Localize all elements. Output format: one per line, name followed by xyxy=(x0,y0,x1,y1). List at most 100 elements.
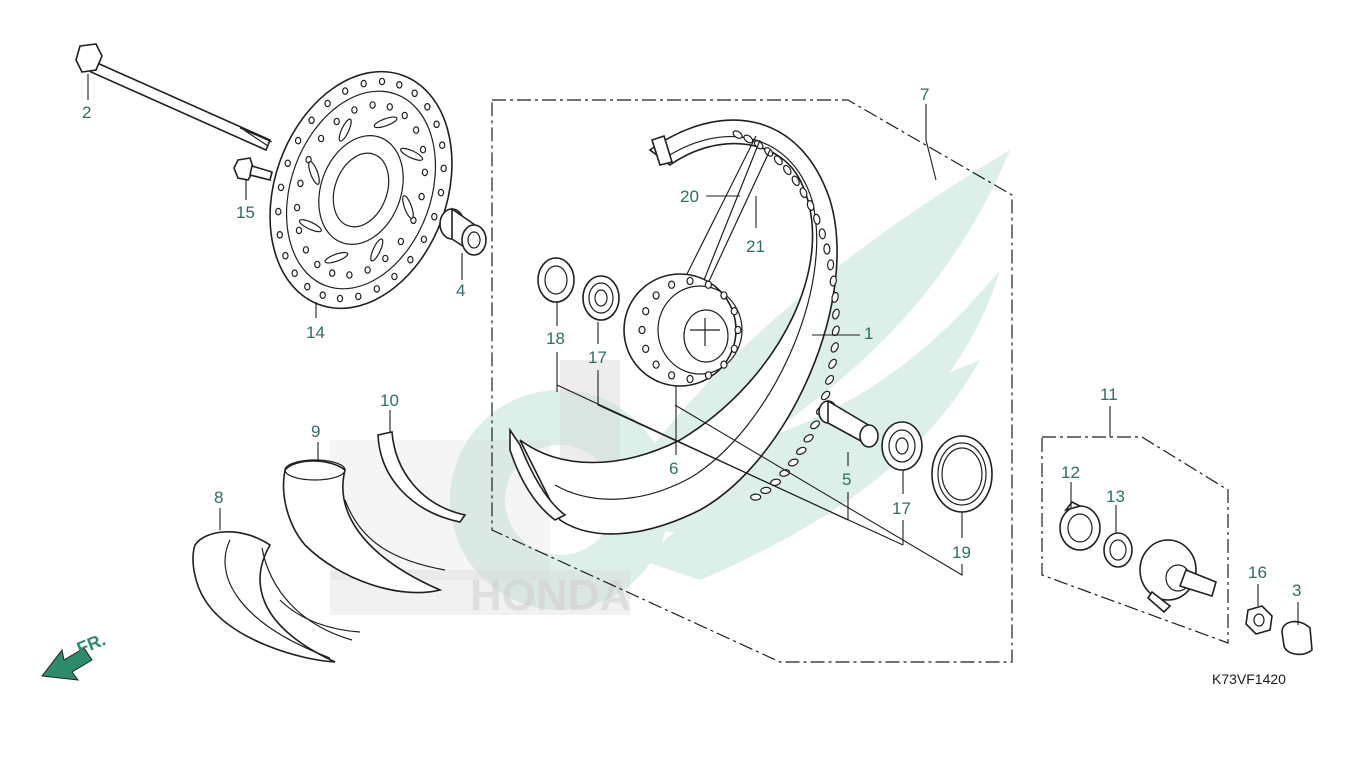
hole xyxy=(329,269,336,277)
callout-14: 14 xyxy=(306,323,325,342)
axle-cap-part xyxy=(1281,620,1313,656)
hole xyxy=(297,179,304,188)
hole xyxy=(686,374,694,384)
callout-20: 20 xyxy=(680,187,699,206)
hole xyxy=(686,276,694,286)
hole xyxy=(373,116,398,129)
hole xyxy=(820,390,831,401)
hole xyxy=(667,280,676,289)
hole xyxy=(830,342,839,353)
hole xyxy=(364,266,371,274)
hole xyxy=(730,307,738,316)
hole xyxy=(750,493,762,501)
hole xyxy=(295,226,303,235)
hole xyxy=(803,434,814,443)
hole xyxy=(411,89,418,98)
gearbox-assembly-outline xyxy=(1041,436,1229,644)
gear-washer-part xyxy=(1103,532,1133,568)
hole xyxy=(336,294,344,303)
callout-8: 8 xyxy=(214,488,223,507)
hole xyxy=(439,141,446,150)
callout-17-lower: 17 xyxy=(892,499,911,518)
leader-lines xyxy=(87,74,1299,625)
bearing-lower-part xyxy=(881,421,923,471)
callout-16: 16 xyxy=(1248,563,1267,582)
hole xyxy=(825,374,835,385)
hole xyxy=(433,120,440,129)
hole xyxy=(810,420,821,430)
hole xyxy=(282,251,289,260)
hole xyxy=(431,212,438,221)
axle-nut-part xyxy=(1245,605,1273,635)
hole xyxy=(440,164,447,173)
callout-3: 3 xyxy=(1292,581,1301,600)
hole xyxy=(769,478,782,487)
hole xyxy=(791,175,800,187)
callout-19: 19 xyxy=(952,543,971,562)
hole xyxy=(298,219,322,233)
hole xyxy=(317,134,325,143)
hole xyxy=(308,116,315,125)
callout-6: 6 xyxy=(669,459,678,478)
hole xyxy=(826,259,835,271)
wheel-assembly-outline xyxy=(491,99,1013,663)
hole xyxy=(342,87,349,95)
oil-seal-part xyxy=(931,435,993,513)
hole xyxy=(407,255,414,264)
callout-11: 11 xyxy=(1100,385,1118,404)
hole xyxy=(806,200,815,211)
spokes-part xyxy=(679,135,771,293)
callout-9: 9 xyxy=(311,422,320,441)
hole xyxy=(652,291,660,300)
hub-part xyxy=(623,273,743,387)
hole xyxy=(667,371,676,380)
distance-collar-part xyxy=(818,399,879,448)
callout-18: 18 xyxy=(546,329,565,348)
hole xyxy=(760,486,772,495)
hole xyxy=(396,81,403,89)
hole xyxy=(302,246,310,254)
hole xyxy=(783,164,792,176)
hole xyxy=(351,106,358,114)
hole xyxy=(420,235,428,244)
hole xyxy=(277,183,285,192)
dust-seal-part xyxy=(537,257,575,303)
callout-12: 12 xyxy=(1061,463,1080,482)
hole xyxy=(370,238,384,262)
hole xyxy=(324,251,349,264)
hole xyxy=(704,280,713,289)
hole xyxy=(400,147,424,161)
hole xyxy=(346,271,353,279)
tire-part xyxy=(192,531,361,663)
hole xyxy=(813,213,821,225)
hole xyxy=(276,231,283,239)
hole xyxy=(823,243,831,255)
disc-bolt-part xyxy=(233,157,273,181)
hole xyxy=(314,260,321,269)
hole xyxy=(743,134,754,144)
hole xyxy=(338,118,352,142)
hole xyxy=(638,325,646,335)
side-collar-part xyxy=(439,207,487,256)
callout-13: 13 xyxy=(1106,487,1125,506)
hole xyxy=(832,308,840,320)
hole xyxy=(787,458,799,467)
front-direction-arrow: FR. xyxy=(41,629,108,681)
hole xyxy=(319,291,326,300)
callout-17-upper: 17 xyxy=(588,348,607,367)
hole xyxy=(730,344,738,353)
hole xyxy=(333,117,340,126)
hole xyxy=(308,160,320,185)
brake-disc-part xyxy=(269,70,453,310)
hole xyxy=(799,187,808,199)
diagram-code: K73VF1420 xyxy=(1212,671,1286,687)
hole xyxy=(424,103,431,111)
hole xyxy=(402,195,414,220)
hole xyxy=(401,111,408,120)
hole xyxy=(291,269,298,278)
hole xyxy=(378,77,386,86)
watermark-text: HONDA xyxy=(470,571,631,620)
hole xyxy=(720,291,728,300)
hole xyxy=(412,126,420,134)
